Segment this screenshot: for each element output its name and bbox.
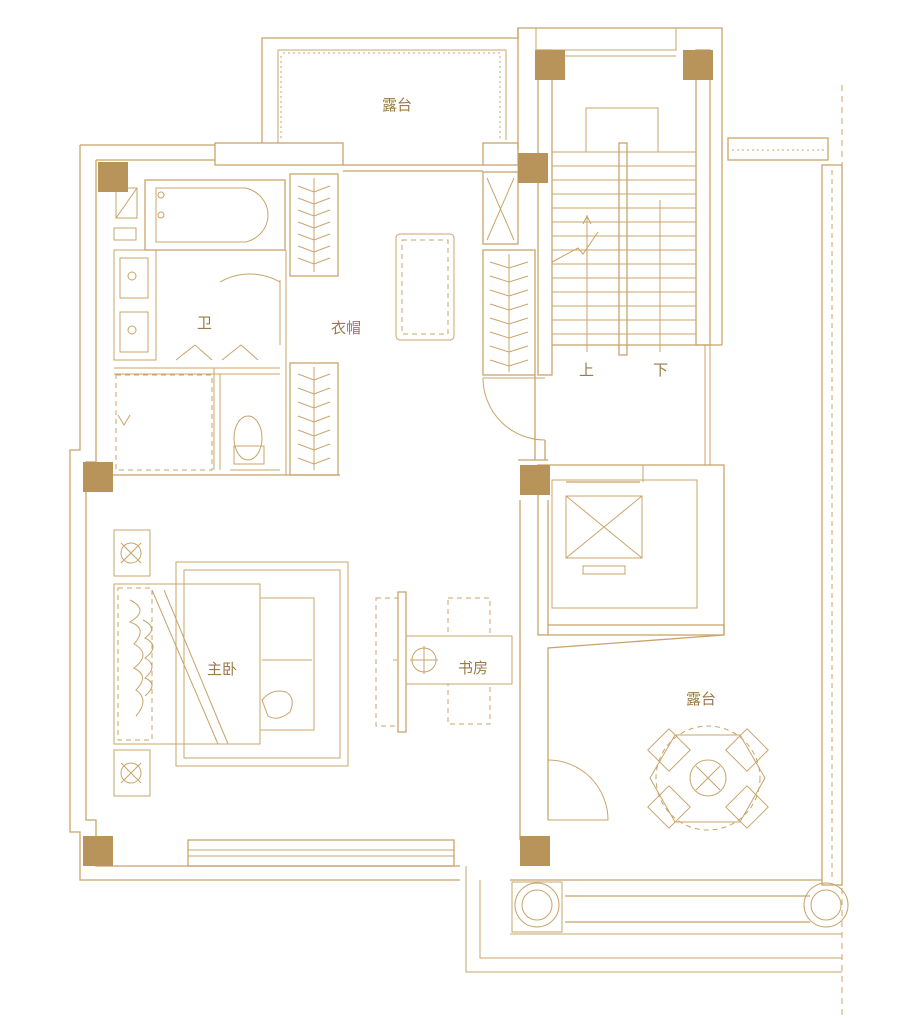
closet (289, 150, 546, 476)
label-stair-down: 下 (653, 361, 668, 379)
structural-columns (83, 50, 713, 866)
label-study: 书房 (458, 659, 488, 677)
stair-core (517, 28, 722, 465)
south-window (187, 839, 455, 867)
label-terrace-east: 露台 (686, 690, 716, 708)
interior-walls (518, 375, 549, 840)
label-terrace-north: 露台 (382, 96, 412, 114)
master-bedroom (113, 529, 349, 797)
terrace-north (261, 27, 723, 345)
terrace-east (465, 85, 849, 1020)
label-bathroom: 卫 (197, 314, 212, 332)
elevator (537, 464, 725, 636)
label-closet: 衣帽 (331, 319, 361, 337)
outdoor-dining-table (647, 725, 769, 831)
label-stair-up: 上 (579, 361, 594, 379)
study (375, 591, 513, 733)
bathroom (96, 179, 340, 476)
stair-treads (552, 151, 696, 335)
exterior-walls (69, 142, 519, 881)
label-master-bedroom: 主卧 (207, 660, 237, 678)
